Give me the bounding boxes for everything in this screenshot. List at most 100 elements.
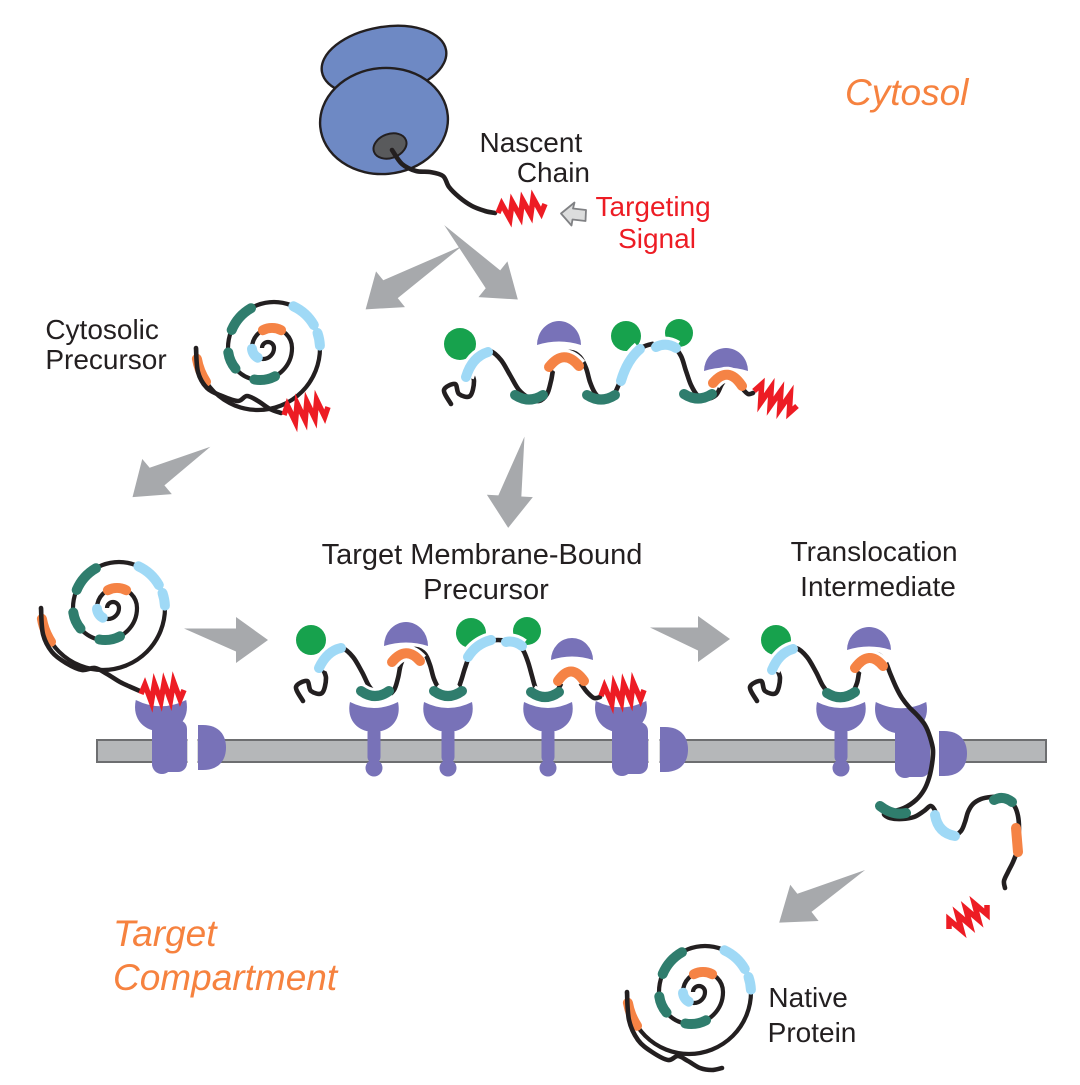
binding-segment [247, 343, 263, 363]
membrane-receptor [523, 702, 573, 777]
binding-segment [133, 561, 164, 590]
receptor-foot [439, 759, 457, 777]
target-membrane-bar [96, 739, 1047, 763]
binding-segment [657, 947, 687, 979]
translocon-foot [612, 756, 632, 776]
cytosolic-precursor-label: Cytosolic Precursor [45, 314, 166, 375]
binding-segment [356, 686, 394, 701]
binding-segment [544, 352, 584, 372]
chaperone-green-icon [296, 625, 326, 655]
binding-segment [226, 303, 256, 335]
target-compartment-region-label: Target Compartment [113, 913, 339, 998]
free-targeting-signal-zigzag-icon [946, 895, 990, 939]
targeting-signal-pointer-icon [560, 201, 587, 227]
binding-segment [822, 687, 860, 703]
targeting-signal-zigzag-icon [138, 671, 187, 713]
membrane-bound-precursor-chain [293, 617, 647, 715]
chaperone-purple-icon [384, 622, 428, 646]
translocon-right-half [198, 725, 226, 770]
binding-segment [312, 328, 325, 351]
membrane-receptor [349, 702, 399, 777]
targeting-signal-zigzag-icon [281, 389, 331, 433]
receptor-foot [365, 759, 383, 777]
binding-segment [314, 643, 346, 673]
native-protein-label: Native Protein [768, 982, 857, 1048]
translocon-right-half [660, 727, 688, 772]
binding-segment [850, 653, 888, 673]
receptor-foot [539, 759, 557, 777]
binding-segment [429, 686, 467, 701]
binding-segment [94, 631, 125, 645]
receptor-cup [349, 702, 399, 732]
chaperone-chain-layer [293, 319, 1023, 939]
binding-segment [463, 635, 496, 662]
targeting-signal-zigzag-icon [598, 671, 647, 715]
translocation-intermediate-label: Translocation Intermediate [791, 536, 966, 602]
chaperone-purple-icon [537, 321, 581, 345]
ribosome-layer [318, 24, 548, 228]
binding-segment [157, 588, 170, 611]
translocon-foot [152, 754, 172, 774]
binding-segment [249, 371, 280, 385]
cytosol-region-label: Cytosol [845, 72, 970, 113]
arrow-intermediate-to-native-icon [779, 870, 866, 923]
translocon-channel [595, 701, 688, 776]
translocon-and-receptor-layer [135, 700, 967, 778]
binding-segment [767, 644, 798, 675]
chaperone-purple-icon [704, 348, 748, 371]
target-membrane-layer [96, 739, 1047, 763]
binding-segment [257, 323, 287, 336]
binding-segment [930, 810, 960, 841]
binding-segment [989, 792, 1017, 807]
chaperone-purple-icon [551, 638, 593, 660]
binding-segment [68, 607, 86, 634]
arrow-chain-to-membrane-icon [486, 436, 533, 528]
targeting-signal-label: Targeting Signal [596, 191, 719, 254]
receptor-stalk [441, 727, 455, 763]
binding-segment [678, 987, 694, 1007]
arrow-ribosome-to-chaperone-chain-icon [444, 225, 518, 300]
receptor-cup [523, 702, 573, 732]
binding-segment [654, 991, 672, 1018]
arrow-bound-to-intermediate-icon [650, 616, 730, 662]
binding-segment [102, 583, 132, 596]
cytosolic-precursor [191, 299, 331, 433]
translocon-foot [895, 758, 915, 778]
chaperone-green-icon [611, 321, 641, 351]
translocon-pore-gap [187, 733, 198, 775]
nascent-chain-label: Nascent Chain [480, 127, 591, 188]
binding-segment [92, 603, 108, 623]
label-layer: Cytosol Nascent Chain Targeting Signal C… [45, 72, 970, 1048]
arrow-precursor-to-membrane-icon [132, 446, 211, 498]
receptor-cup [816, 702, 866, 732]
membrane-docked-precursor [36, 559, 187, 713]
binding-segment [680, 1015, 711, 1029]
translocation-intermediate-chain [747, 625, 1023, 891]
binding-segment [387, 648, 425, 667]
binding-segment [679, 389, 717, 404]
polypeptide-tail [193, 345, 284, 416]
translocon-pore-gap [648, 733, 660, 775]
signal-receptor-cup [135, 700, 187, 732]
binding-segment [461, 347, 493, 382]
cytosolic-precursor-coil [191, 299, 325, 413]
folded-protein-layer [36, 299, 756, 1073]
binding-segment [526, 687, 564, 702]
binding-segment [582, 390, 620, 405]
translocon-channel [135, 700, 226, 775]
binding-segment [875, 801, 911, 819]
binding-segment [708, 369, 747, 391]
membrane-docked-precursor-coil [36, 559, 170, 673]
receptor-stalk [541, 727, 555, 763]
binding-segment [510, 390, 548, 405]
binding-segment [501, 636, 527, 651]
membrane-receptor [423, 702, 473, 777]
receptor-cup [423, 702, 473, 732]
signal-receptor-cup [595, 701, 647, 733]
translocon-right-half [939, 731, 967, 776]
chaperone-green-icon [444, 328, 476, 360]
receptor-foot [832, 759, 850, 777]
chaperone-bound-precursor [441, 319, 799, 420]
